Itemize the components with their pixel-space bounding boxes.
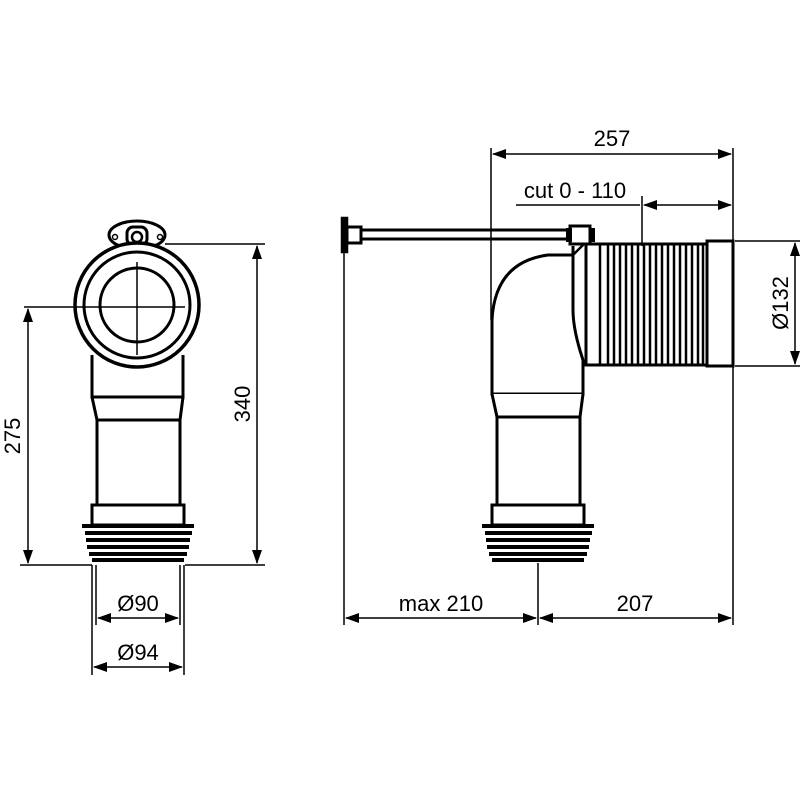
front-view (24, 219, 201, 562)
inlet-inner-ring (82, 250, 192, 360)
end-sleeve (705, 239, 735, 368)
mounting-bracket (107, 219, 167, 251)
side-view (340, 216, 735, 562)
side-view-dimensions (343, 148, 800, 625)
dim-height-center: 275 (0, 418, 25, 455)
dim-outlet-inner-diameter: Ø90 (117, 591, 159, 616)
dim-max-offset: max 210 (399, 591, 483, 616)
dim-inlet-diameter: Ø132 (768, 276, 793, 330)
support-rod (340, 216, 595, 254)
dim-outlet-to-end: 207 (617, 591, 654, 616)
dim-outlet-outer-diameter: Ø94 (117, 640, 159, 665)
dim-cut-range: cut 0 - 110 (524, 178, 626, 203)
dim-height-total: 340 (230, 386, 255, 423)
front-view-dimensions (20, 243, 265, 675)
dim-overall-length: 257 (594, 126, 631, 151)
corrugated-extension (584, 242, 710, 367)
